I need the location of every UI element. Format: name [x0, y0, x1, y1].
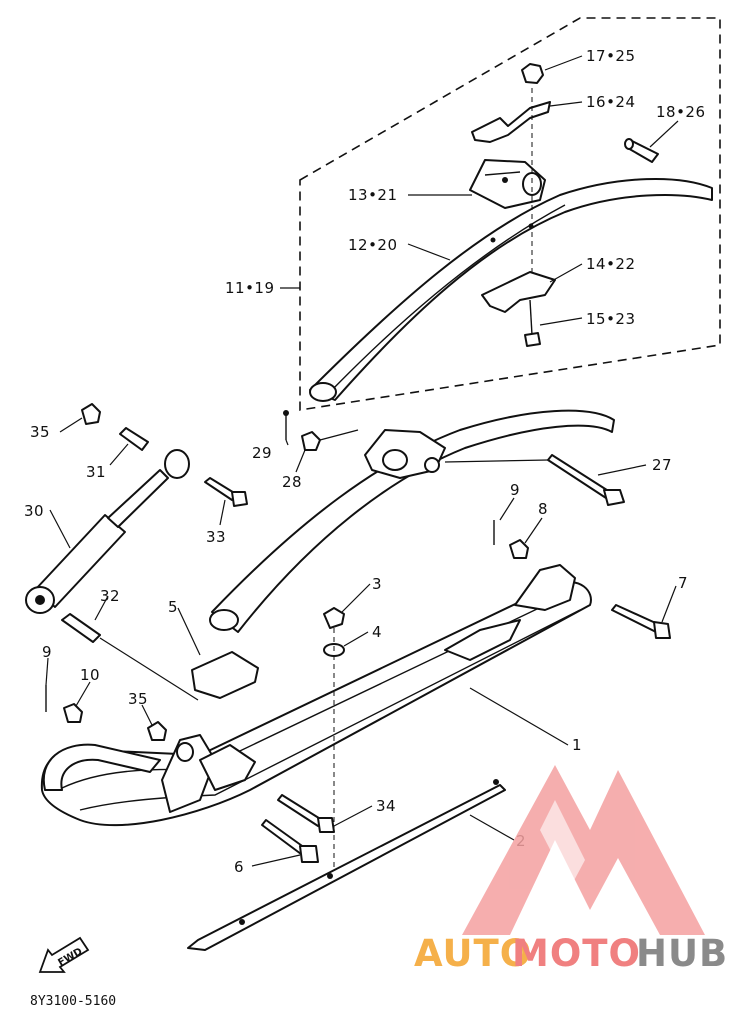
ski-bracket-rear	[514, 564, 576, 611]
leaf-spring-main	[209, 409, 615, 633]
callout-14-22: 14•22	[586, 255, 636, 273]
callout-5: 5	[168, 598, 178, 616]
bolt-7	[611, 604, 671, 639]
callout-15-23: 15•23	[586, 310, 636, 328]
callout-34: 34	[376, 797, 396, 815]
fwd-arrow-icon: FWD	[38, 936, 90, 973]
bolt-34	[277, 794, 335, 833]
watermark-hub: HUB	[636, 932, 728, 975]
callout-13-21: 13•21	[348, 186, 398, 204]
watermark-auto: AUTO	[414, 932, 532, 975]
callout-8: 8	[538, 500, 548, 518]
callout-9-upper: 9	[510, 481, 520, 499]
ski-bracket-front	[161, 734, 256, 813]
callout-35-lower: 35	[128, 690, 148, 708]
drawing-code: 8Y3100-5160	[30, 994, 116, 1009]
nut-8	[509, 539, 529, 559]
callout-27: 27	[652, 456, 672, 474]
nut-35-upper	[81, 403, 101, 425]
bolt-6	[261, 819, 319, 863]
pin-29	[283, 410, 289, 440]
nut-28	[301, 431, 321, 451]
watermark-logo-icon	[462, 765, 705, 935]
bolt-33	[204, 477, 248, 507]
leaf-spring-upper	[309, 177, 713, 402]
nut-10	[63, 703, 83, 723]
callout-12-20: 12•20	[348, 236, 398, 254]
callout-17-25: 17•25	[586, 47, 636, 65]
collar-32	[61, 613, 101, 643]
callout-28: 28	[282, 473, 302, 491]
callout-3: 3	[372, 575, 382, 593]
callout-29: 29	[252, 444, 272, 462]
callout-32: 32	[100, 587, 120, 605]
callout-33: 33	[206, 528, 226, 546]
callout-6: 6	[234, 858, 244, 876]
bolt-27	[547, 454, 625, 506]
collar-31	[119, 427, 149, 451]
spring-seat-lower	[481, 271, 556, 313]
bracket-16-24	[471, 101, 551, 143]
bolt-15-23	[524, 299, 541, 347]
spring-seat-upper	[469, 159, 546, 209]
nut-17-25	[521, 63, 544, 84]
nut-35-lower	[147, 721, 167, 741]
spring-seat-5	[191, 651, 259, 699]
callout-9-lower: 9	[42, 643, 52, 661]
watermark-moto: MOTO	[512, 932, 641, 975]
callout-35-upper: 35	[30, 423, 50, 441]
group-enclosure-dashed	[299, 17, 721, 411]
nut-3	[323, 607, 345, 629]
callout-18-26: 18•26	[656, 103, 706, 121]
callout-10: 10	[80, 666, 100, 684]
callout-11-19: 11•19	[225, 279, 275, 297]
ski-body	[40, 581, 592, 827]
callout-7: 7	[678, 574, 688, 592]
shock-absorber	[25, 449, 190, 614]
callout-1: 1	[572, 736, 582, 754]
callout-4: 4	[372, 623, 382, 641]
wear-rod	[187, 779, 506, 951]
leader-lines	[45, 55, 679, 867]
callout-16-24: 16•24	[586, 93, 636, 111]
callout-30: 30	[24, 502, 44, 520]
collar-18-26	[624, 138, 659, 163]
callout-31: 31	[86, 463, 106, 481]
